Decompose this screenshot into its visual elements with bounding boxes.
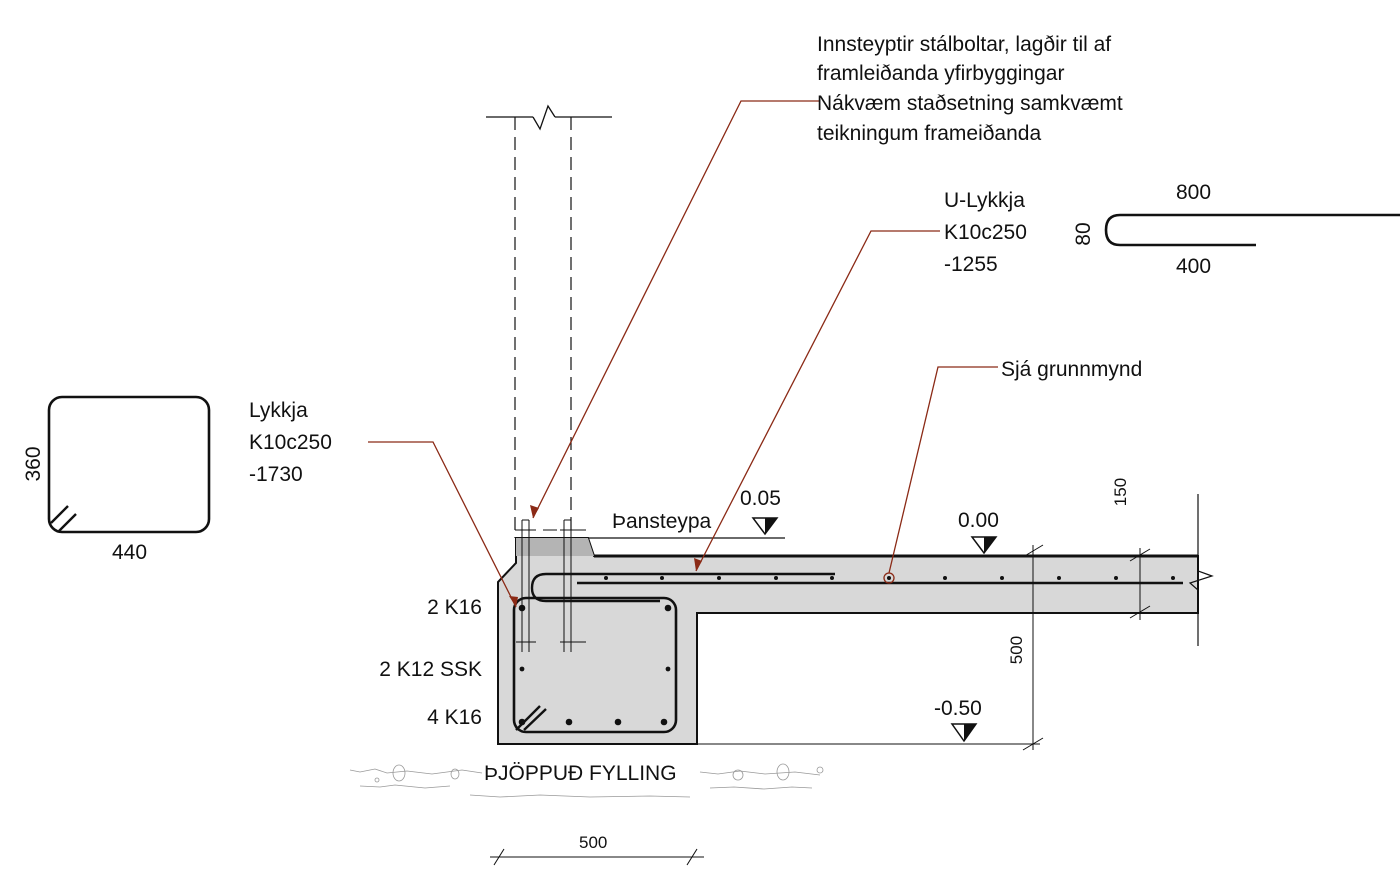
leader-lines [368, 100, 998, 608]
see-plan-note: Sjá grunnmynd [1001, 358, 1142, 381]
loop-length: -1730 [249, 463, 303, 486]
bottom-bars-label: 4 K16 [427, 706, 482, 729]
anchor-bolts [515, 519, 586, 652]
bolts-note-line3: Nákvæm staðsetning samkvæmt [817, 92, 1123, 115]
slab-thickness-label: 150 [1111, 478, 1130, 506]
compacted-fill [349, 763, 824, 798]
stirrup-dim-height: 360 [22, 446, 45, 481]
dimension-slab [1129, 548, 1151, 620]
u-loop-dim-height: 80 [1072, 222, 1095, 245]
u-loop-label: U-Lykkja [944, 189, 1025, 212]
u-loop-length: -1255 [944, 253, 998, 276]
level-floor-label: 0.00 [958, 509, 999, 532]
u-loop-bar [530, 572, 835, 603]
level-bottom-label: -0.50 [934, 697, 982, 720]
u-loop-spec: K10c250 [944, 221, 1027, 244]
concrete-body [497, 537, 1199, 745]
side-bars-label: 2 K12 SSK [379, 658, 482, 681]
bolts-note-line1: Innsteyptir stálboltar, lagðir til af [817, 33, 1111, 56]
stirrup-dim-width: 440 [112, 541, 147, 564]
grout-label: Þansteypa [612, 510, 712, 533]
fill-label: ÞJÖPPUÐ FYLLING [484, 762, 677, 785]
top-bars-label: 2 K16 [427, 596, 482, 619]
loop-label: Lykkja [249, 399, 308, 422]
u-loop-detail [1104, 213, 1400, 247]
stirrup-detail [47, 395, 211, 534]
dimension-footing-depth [1022, 544, 1044, 751]
loop-spec: K10c250 [249, 431, 332, 454]
footing-width-label: 500 [579, 833, 607, 852]
bolts-note-line4: teikningum frameiðanda [817, 122, 1041, 145]
rebar-dots [518, 576, 1175, 726]
footing-depth-label: 500 [1007, 636, 1026, 664]
level-grout-label: 0.05 [740, 487, 781, 510]
column-outline [486, 104, 612, 538]
u-loop-dim-length: 800 [1176, 181, 1211, 204]
footing-stirrup [512, 596, 678, 734]
level-marker-grout [751, 517, 779, 536]
grout-layer [516, 538, 594, 556]
bolts-note-line2: framleiðanda yfirbyggingar [817, 62, 1064, 85]
level-marker-bottom [697, 723, 1040, 745]
dimension-footing-width [490, 848, 704, 866]
level-marker-floor [970, 536, 998, 555]
reinforcement [512, 572, 1183, 734]
concrete-section [497, 494, 1214, 745]
slab-break-symbol [1188, 556, 1214, 613]
u-loop-dim-short: 400 [1176, 255, 1211, 278]
